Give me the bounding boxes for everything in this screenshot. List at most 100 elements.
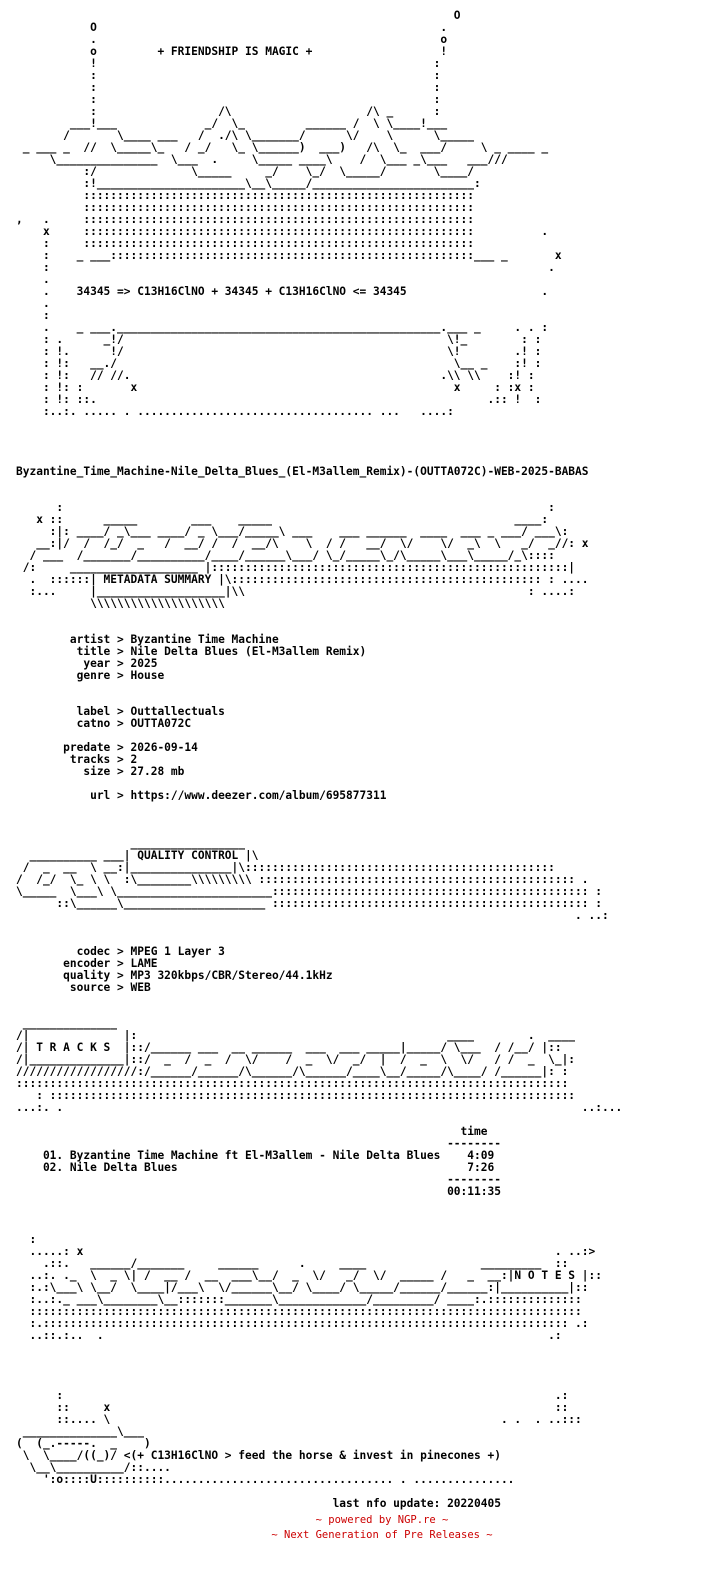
- track-row: 02. Nile Delta Blues 7:26: [42, 1161, 495, 1174]
- nfo-line: : /\ /\ _ :: [90, 105, 441, 118]
- nfo-line: :: [29, 1233, 37, 1246]
- nfo-line: ( (_.-----. _ ): [16, 1437, 151, 1450]
- nfo-line: encoder > LAME: [63, 957, 158, 970]
- nfo-line: /| |: ____ . ____: [16, 1029, 576, 1042]
- nfo-line: .....: x . ..:>: [29, 1245, 596, 1258]
- track-row: 01. Byzantine Time Machine ft El-M3allem…: [42, 1149, 495, 1162]
- nfo-line: : ::::::::::::::::::::::::::::::::::::::…: [42, 237, 475, 250]
- nfo-line: catno > OUTTA072C: [76, 717, 192, 730]
- nfo-line: ___!___ _/ \_ ______ / \ \____!___: [69, 117, 448, 130]
- nfo-line: /| T R A C K S |::/______ ___ __ ______ …: [16, 1041, 562, 1054]
- nfo-line: ..::.:.. . .:: [29, 1329, 562, 1342]
- nfo-line: :|: ____/ _\___ ____/ _ \___/_____\ ___ …: [49, 525, 569, 538]
- nfo-line: : ::::::::::::::::::::::::::::::::::::::…: [36, 1089, 576, 1102]
- nfo-line: : .: [42, 261, 555, 274]
- quality-banner: _________________ __________ ___| QUALIT…: [16, 837, 609, 922]
- nfo-line: / /_/ \_ \ \ :\________\\\\\\\\\ :::::::…: [16, 873, 589, 886]
- nfo-line: size > 27.28 mb: [83, 765, 185, 778]
- nfo-line: ..:. ._ \ _ \| / __ / __ ___\__/ _ \/ _/…: [29, 1269, 602, 1282]
- last-update-line: last nfo update: 20220405: [332, 1497, 501, 1510]
- nfo-line: year > 2025: [83, 657, 158, 670]
- credits-footer: ~ powered by NGP.re ~ ~ Next Generation …: [0, 1513, 704, 1543]
- nfo-line: : _ ___:::::::::::::::::::::::::::::::::…: [42, 249, 562, 262]
- nfo-line: ! :: [90, 57, 441, 70]
- nfo-line: ::::::::::::::::::::::::::::::::::::::::…: [29, 1305, 582, 1318]
- nfo-line: : . _!/ \!_ : :: [42, 333, 542, 346]
- nfo-line: \_______________ \___ . \_____ ____\ / \…: [49, 153, 508, 166]
- nfo-line: . o: [90, 33, 448, 46]
- nfo-line: ::::::::::::::::::::::::::::::::::::::::…: [16, 1077, 569, 1090]
- nfo-line: .::. ______/_______ ______ . ____ ______…: [42, 1257, 569, 1270]
- tracks-total: 00:11:35: [447, 1185, 501, 1198]
- quality-block: codec > MPEG 1 Layer 3 encoder > LAME qu…: [16, 945, 332, 994]
- nfo-line: / _ __ \ __:|_______________|\::::::::::…: [22, 861, 555, 874]
- nfo-line: / ___ /_______/__________/____/______\__…: [29, 549, 555, 562]
- metadata-block: artist > Byzantine Time Machine title > …: [16, 633, 386, 802]
- tracks-block: time -------- 01. Byzantine Time Machine…: [16, 1125, 501, 1198]
- nfo-line: x :: _____ ___ _____ ____:: [36, 513, 549, 526]
- nfo-line: :..:. ..... . ..........................…: [42, 405, 454, 418]
- nfo-line: \\\\\\\\\\\\\\\\\\\\: [90, 597, 225, 610]
- nfo-line: genre > House: [76, 669, 165, 682]
- nfo-line: / \____ ___ / ./\ \_______/ \/ \ \_____: [63, 129, 475, 142]
- nfo-line: _ ___ _ // \_____\_ / _/ \_ \______) ___…: [22, 141, 549, 154]
- nfo-line: : :: [90, 69, 441, 82]
- nfo-line: . _ ___.________________________________…: [42, 321, 549, 334]
- tracks-column-label: time: [460, 1125, 488, 1138]
- nfo-line: : !: ::. .:: ! :: [42, 393, 542, 406]
- nfo-line: \__\__________/::....: [29, 1461, 171, 1474]
- tracks-rule: --------: [447, 1137, 501, 1150]
- nfo-line: . 34345 => C13H16ClNO + 34345 + C13H16Cl…: [42, 285, 549, 298]
- tracks-rule: --------: [447, 1173, 501, 1186]
- nfo-line: : :: [90, 93, 441, 106]
- notes-banner: : .....: x . ..:> .::. ______/_______ __…: [16, 1233, 602, 1342]
- nfo-line: __:|/ / /_/ _ / __/ / / __/\ \ / / __/ \…: [36, 537, 589, 550]
- nfo-line: ::::::::::::::::::::::::::::::::::::::::…: [83, 189, 475, 202]
- nfo-line: :..:._ ___\________\__:::::::_______\___…: [29, 1293, 582, 1306]
- nfo-line: : !: // //. .\\ \\ :! :: [42, 369, 535, 382]
- header-art: O O . . o o + FRIENDSHIP IS MAGIC + !: [16, 9, 589, 478]
- nfo-line: :: x ::: [56, 1401, 569, 1414]
- nfo-line: O: [453, 9, 461, 22]
- nfo-line: ::\______\_____________________ ::::::::…: [56, 897, 602, 910]
- nfo-line: //////////////////:/______/______/\_____…: [16, 1065, 569, 1078]
- nfo-line: :... |___________________|\\ : ....:: [29, 585, 576, 598]
- nfo-line: :!______________________\__\_____/______…: [83, 177, 481, 190]
- footer-art: : .: :: x :: ::.... \: [16, 1389, 582, 1510]
- nfo-line: title > Nile Delta Blues (El-M3allem Rem…: [76, 645, 367, 658]
- nfo-line: , . ::::::::::::::::::::::::::::::::::::…: [16, 213, 475, 226]
- nfo-line: : .:: [56, 1389, 569, 1402]
- nfo-line: codec > MPEG 1 Layer 3: [76, 945, 225, 958]
- nfo-line: o + FRIENDSHIP IS MAGIC + !: [90, 45, 448, 58]
- nfo-line: ...:. . ..:...: [16, 1101, 623, 1114]
- nfo-line: .: [42, 273, 50, 286]
- nfo-line: x ::::::::::::::::::::::::::::::::::::::…: [42, 225, 549, 238]
- nfo-line: ':o::::U::::::::::......................…: [42, 1473, 515, 1486]
- nfo-line: :.:\___\ \__/ \____|/___\ \/______\__/ \…: [29, 1281, 589, 1294]
- nfo-line: /: ___________________ |::::::::::::::::…: [22, 561, 576, 574]
- nfo-line: ::.... \ . . . ..:::: [56, 1413, 582, 1426]
- nfo-line: . ..:: [575, 909, 609, 922]
- nfo-line: __________ ___| QUALITY CONTROL |\: [29, 849, 259, 862]
- nfo-line: :.::::::::::::::::::::::::::::::::::::::…: [29, 1317, 589, 1330]
- nfo-line: url > https://www.deezer.com/album/69587…: [90, 789, 387, 802]
- metadata-banner: : : x :: _____ ___ _____ ____: :|: ____/…: [16, 501, 589, 610]
- nfo-line: ::::::::::::::::::::::::::::::::::::::::…: [83, 201, 475, 214]
- nfo-line: ______________\___: [22, 1425, 144, 1438]
- nfo-line: _________________: [130, 837, 246, 850]
- nfo-line: O .: [90, 21, 448, 34]
- nfo-line: :/ \_____ _/ \_/ \_____/ \____/: [83, 165, 475, 178]
- nfo-line: tracks > 2: [69, 753, 138, 766]
- nfo-document: O O . . o o + FRIENDSHIP IS MAGIC + !: [16, 9, 622, 1510]
- credits-line-powered-by: ~ powered by NGP.re ~: [315, 1514, 449, 1526]
- nfo-line: Byzantine_Time_Machine-Nile_Delta_Blues_…: [16, 465, 589, 478]
- nfo-line: :: [42, 309, 50, 322]
- nfo-line: . ::::::| METADATA SUMMARY |\:::::::::::…: [29, 573, 589, 586]
- nfo-line: .: [42, 297, 50, 310]
- nfo-line: : !: : x x : :x :: [42, 381, 535, 394]
- tracks-banner: ______________ /| |: ____ . ____ /| T R …: [16, 1017, 622, 1114]
- nfo-line: : :: [56, 501, 555, 514]
- nfo-line: : !. !/ \! .! :: [42, 345, 542, 358]
- credits-line-next-generation: ~ Next Generation of Pre Releases ~: [271, 1529, 493, 1541]
- nfo-line: source > WEB: [69, 981, 151, 994]
